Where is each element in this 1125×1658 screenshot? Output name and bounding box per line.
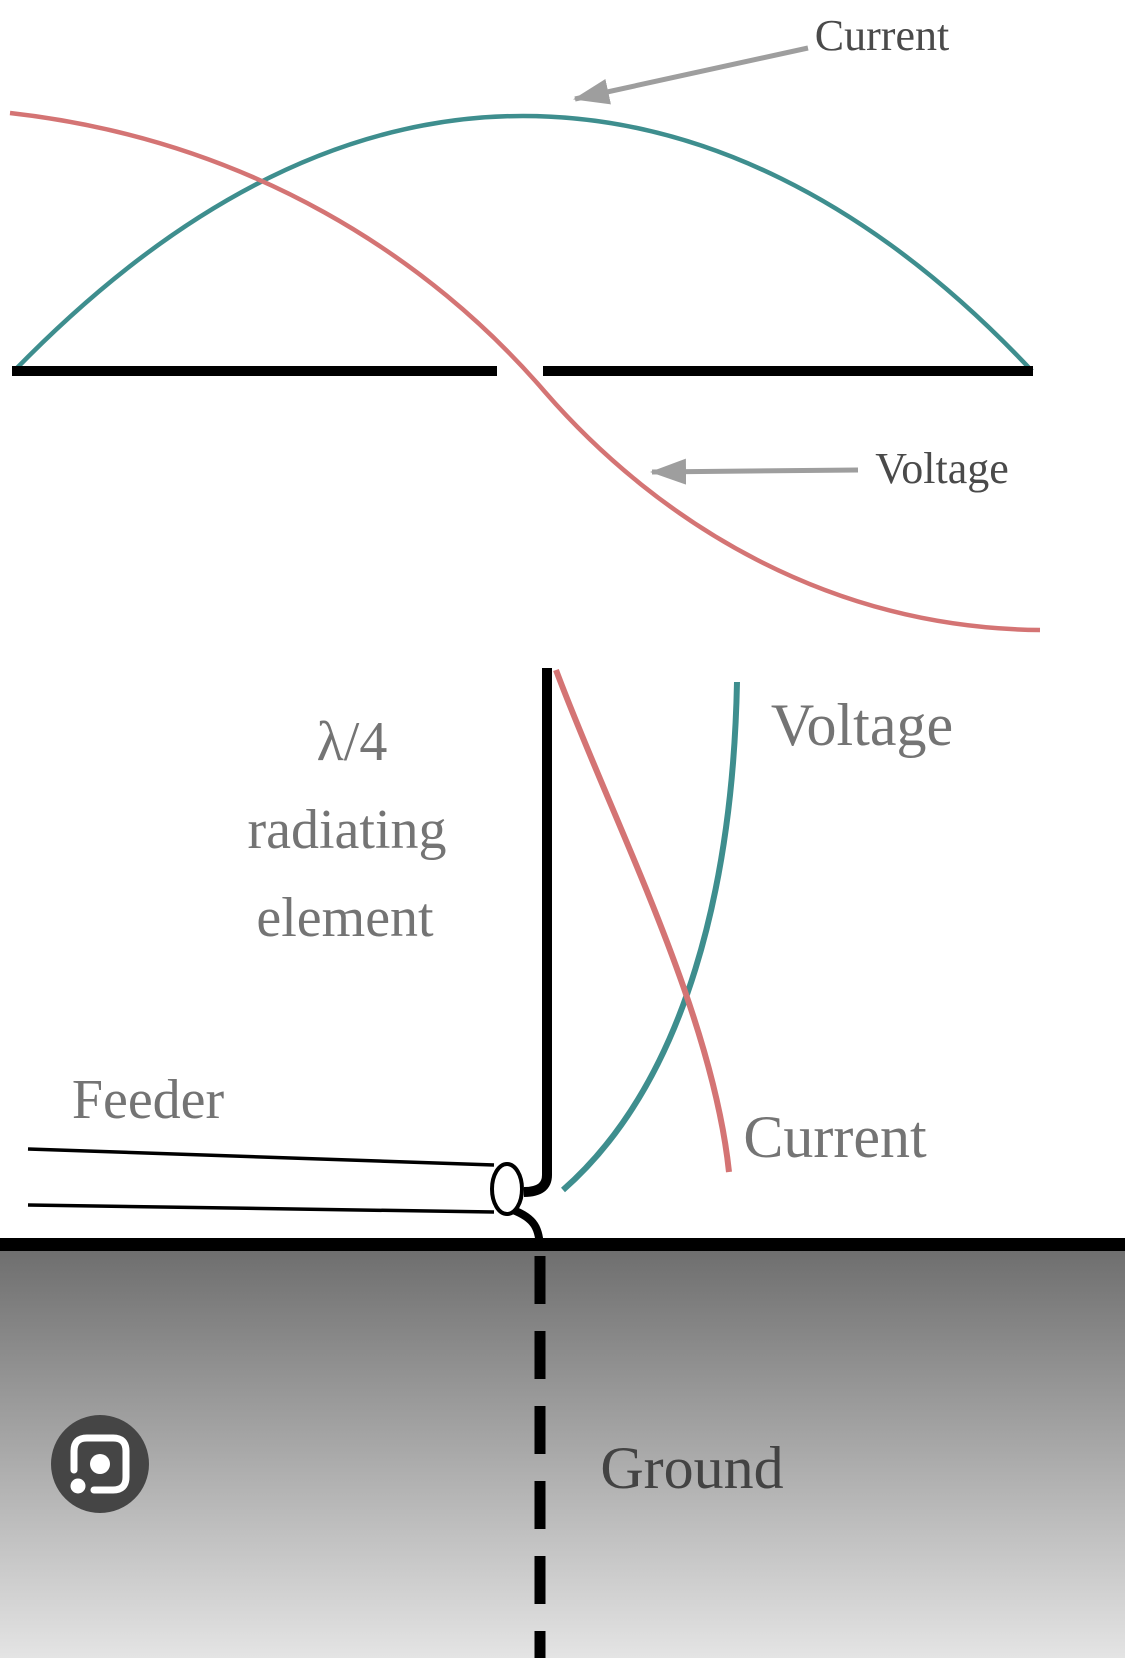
- feeder-end-cap: [490, 1162, 524, 1216]
- ground-region: [0, 1248, 1125, 1658]
- current-label-top: Current: [815, 11, 949, 60]
- element-label-line1: λ/4: [317, 711, 388, 773]
- element-label-line3: element: [256, 887, 434, 949]
- feeder-line-bottom: [27, 1203, 495, 1214]
- voltage-arrow: [650, 458, 859, 485]
- voltage-curve-top: [9, 110, 1041, 633]
- google-lens-icon: [70, 1434, 130, 1494]
- feeder-line-top: [27, 1147, 495, 1167]
- current-label-bottom: Current: [743, 1104, 927, 1170]
- lens-button[interactable]: [51, 1415, 149, 1513]
- feeder-label: Feeder: [72, 1069, 225, 1131]
- element-label-line2: radiating: [247, 799, 446, 861]
- current-arrow: [573, 45, 809, 105]
- current-curve-bottom: [553, 668, 732, 1173]
- current-curve-top: [12, 113, 1034, 373]
- ground-label: Ground: [600, 1435, 783, 1501]
- voltage-label-top: Voltage: [875, 444, 1009, 493]
- radiating-element: [523, 668, 552, 1197]
- voltage-curve-bottom: [561, 681, 740, 1193]
- voltage-label-bottom: Voltage: [771, 692, 953, 758]
- ground-surface-line: [0, 1238, 1125, 1251]
